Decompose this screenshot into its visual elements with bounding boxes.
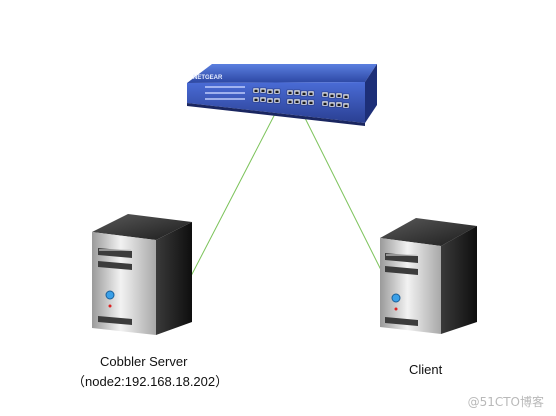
power-button-icon bbox=[105, 290, 115, 300]
server-address-label: （node2:192.168.18.202） bbox=[72, 374, 229, 389]
switch-status-leds bbox=[205, 86, 245, 100]
link-switch-server bbox=[189, 109, 278, 279]
client-icon bbox=[380, 218, 477, 334]
client-label: Client bbox=[409, 362, 443, 377]
power-button-icon bbox=[391, 293, 401, 303]
switch-brand-text: NETGEAR bbox=[193, 75, 223, 81]
watermark: @51CTO博客 bbox=[467, 395, 544, 409]
network-switch-icon: NETGEAR bbox=[187, 64, 377, 126]
link-switch-client bbox=[299, 107, 383, 273]
server-icon bbox=[92, 214, 192, 335]
server-label: Cobbler Server bbox=[100, 354, 188, 369]
